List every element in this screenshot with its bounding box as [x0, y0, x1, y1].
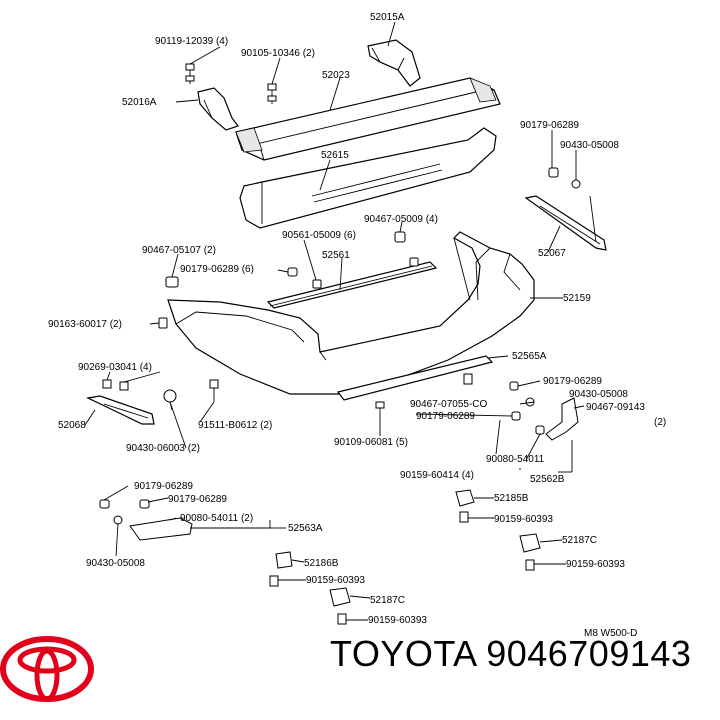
label-52015A: 52015A [370, 12, 405, 23]
label-90080-54011-a: 90080-54011 [486, 454, 545, 465]
nut-90430-06003 [163, 389, 177, 403]
screw-90163-60017 [158, 317, 168, 329]
label-90159-60393-c: 90159-60393 [306, 575, 365, 586]
part-labels: 52015A 90119-12039 (4) 90105-10346 (2) 5… [48, 12, 666, 639]
bracket-52562B [509, 381, 579, 441]
label-90467-05107: 90467-05107 (2) [142, 245, 216, 256]
clip-90179-06289-six [287, 267, 298, 277]
bolt-90105-10346 [267, 83, 277, 104]
label-90179-06289-e: 90179-06289 [168, 494, 227, 505]
bracket-52563A [99, 499, 193, 541]
label-90159-60393-d: 90159-60393 [368, 615, 427, 626]
label-90119-12039: 90119-12039 (4) [155, 36, 228, 47]
label-52159: 52159 [563, 293, 591, 304]
absorber-52615 [239, 127, 497, 229]
label-52067: 52067 [538, 248, 566, 259]
label-52565A: 52565A [512, 351, 547, 362]
label-91511-B0612: 91511-B0612 (2) [198, 420, 272, 431]
label-90467-09143-qty: (2) [654, 417, 666, 428]
label-52016A: 52016A [122, 97, 157, 108]
leader-lines [84, 21, 597, 621]
bumper-cover-52159 [167, 231, 535, 395]
bolt-90119-12039 [185, 63, 195, 84]
label-90269-03041: 90269-03041 (4) [78, 362, 152, 373]
label-52561: 52561 [322, 250, 350, 261]
label-90430-05008-a: 90430-05008 [560, 140, 619, 151]
label-90179-06289-b: 90179-06289 [543, 376, 602, 387]
label-90105-10346: 90105-10346 (2) [241, 48, 315, 59]
label-90467-07055: 90467-07055-CO [410, 399, 487, 410]
label-90430-06003: 90430-06003 (2) [126, 443, 200, 454]
label-52615: 52615 [321, 150, 349, 161]
label-90430-05008-b: 90430-05008 [569, 389, 628, 400]
bracket-52186B [269, 551, 351, 625]
label-90561-05009: 90561-05009 (6) [282, 230, 356, 241]
brand-part-number: TOYOTA 9046709143 [330, 633, 692, 674]
clip-90467-05009 [394, 231, 406, 243]
clip-90561-05009 [312, 257, 419, 289]
bracket-52015A [367, 39, 421, 87]
label-90080-54011-b: 90080-54011 (2) [180, 513, 253, 524]
label-90467-05009: 90467-05009 (4) [364, 214, 438, 225]
label-52186B: 52186B [304, 558, 339, 569]
bolt-91511-B0612 [209, 379, 219, 402]
clip-90467-07055 [463, 373, 473, 385]
strip-52565A [336, 355, 494, 401]
reinforcement-52023 [235, 77, 501, 161]
label-52187C-a: 52187C [562, 535, 597, 546]
label-90109-06081: 90109-06081 (5) [334, 437, 408, 448]
label-diagram-code: M8 W500-D [584, 628, 637, 639]
label-52562B: 52562B [530, 474, 565, 485]
label-90159-60393-b: 90159-60393 [566, 559, 625, 570]
strip-52561 [266, 261, 438, 309]
label-90159-60393-a: 90159-60393 [494, 514, 553, 525]
label-90179-06289-six: 90179-06289 (6) [180, 264, 254, 275]
bracket-52016A [197, 87, 239, 131]
label-90163-60017: 90163-60017 (2) [48, 319, 122, 330]
label-52563A: 52563A [288, 523, 323, 534]
label-90179-06289-d: 90179-06289 [134, 481, 193, 492]
label-90430-05008-c: 90430-05008 [86, 558, 145, 569]
label-52068: 52068 [58, 420, 86, 431]
clip-90179-06289-top [548, 167, 581, 189]
bolt-90109-06081 [375, 401, 385, 420]
label-90179-06289-c: 90179-06289 [416, 411, 475, 422]
label-90467-09143: 90467-09143 [586, 402, 645, 413]
retainer-52067 [524, 195, 607, 251]
clip-90467-05107 [165, 276, 179, 288]
label-90179-06289-a: 90179-06289 [520, 120, 579, 131]
toyota-logo-icon [0, 636, 94, 702]
retainer-52068 [86, 395, 155, 425]
label-52187C-b: 52187C [370, 595, 405, 606]
label-90159-60414: 90159-60414 (4) [400, 470, 474, 481]
label-52023: 52023 [322, 70, 350, 81]
bracket-52185B [455, 489, 541, 571]
label-52185B: 52185B [494, 493, 529, 504]
